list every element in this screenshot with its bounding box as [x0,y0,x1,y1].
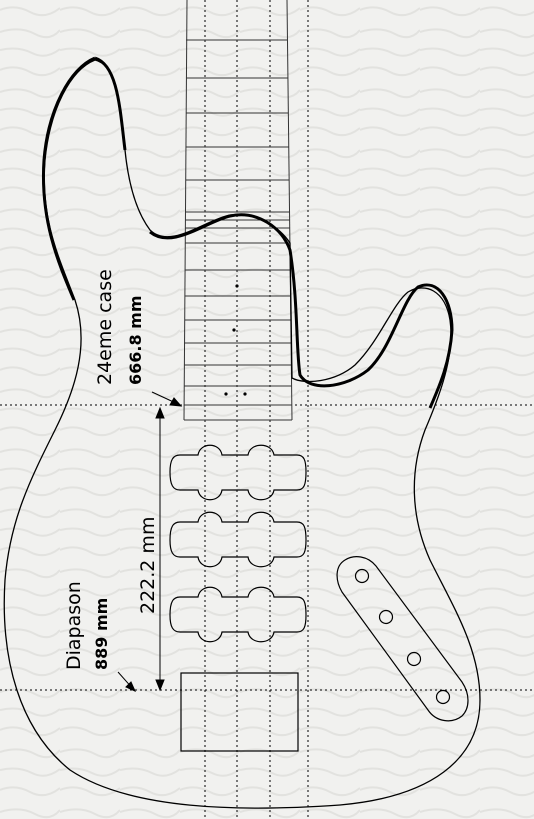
control-knobs [354,568,451,705]
pickup-middle [169,511,307,568]
sketch-correction-top [94,56,127,151]
control-plate-outline [336,556,469,722]
pickup-neck [169,444,307,501]
label-24-fret-distance: 666.8 mm [126,295,145,385]
fret-markers [224,284,247,396]
sketch-correction [41,56,454,409]
label-gap: 222.2 mm [137,517,159,614]
knob-4 [435,689,451,705]
knob-3 [406,651,422,667]
bridge [180,672,299,752]
label-scale-length: Diapason [63,581,85,670]
knob-2 [378,609,394,625]
label-scale-length-value: 889 mm [92,598,111,670]
label-24-fret: 24eme case [94,269,116,385]
dimension-222 [155,406,165,692]
leader-arrows [117,391,183,692]
pickups [169,444,307,643]
knob-1 [354,568,370,584]
pickup-bridge [169,586,307,643]
